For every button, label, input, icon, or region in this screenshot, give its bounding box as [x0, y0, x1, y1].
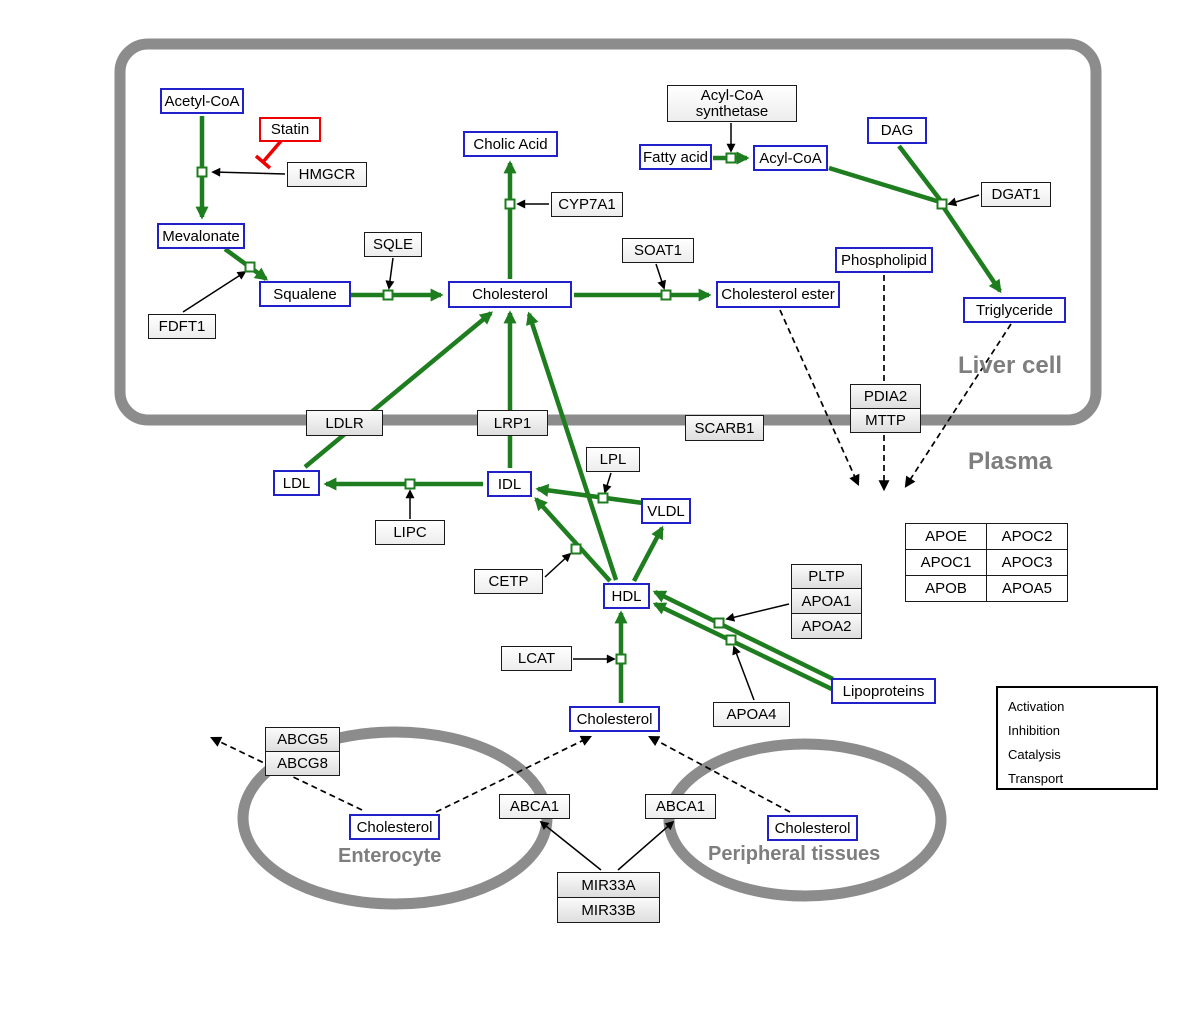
apo-cell[interactable]: APOB: [905, 575, 987, 602]
node-mttp[interactable]: MTTP: [850, 408, 921, 433]
node-phospholipid[interactable]: Phospholipid: [835, 247, 933, 273]
peripheral-tissues-membrane: [663, 738, 947, 902]
peripheral-tissues-label: Peripheral tissues: [708, 843, 881, 865]
legend-inhibition-label: Inhibition: [1008, 723, 1061, 738]
node-dgat1[interactable]: DGAT1: [981, 182, 1051, 207]
node-apoa1[interactable]: APOA1: [791, 588, 862, 614]
plasma-label: Plasma: [968, 448, 1053, 475]
apo-cell[interactable]: APOC3: [986, 549, 1068, 576]
node-acetyl-coa[interactable]: Acetyl-CoA: [160, 88, 244, 114]
catalysis-edges: [182, 123, 980, 871]
node-lrp1[interactable]: LRP1: [477, 410, 548, 436]
node-abca1-enterocyte[interactable]: ABCA1: [499, 794, 570, 819]
node-lcat[interactable]: LCAT: [501, 646, 572, 671]
node-scarb1[interactable]: SCARB1: [685, 415, 764, 441]
node-cholesterol-liver[interactable]: Cholesterol: [448, 281, 572, 308]
node-cetp[interactable]: CETP: [474, 569, 543, 594]
node-dag[interactable]: DAG: [867, 117, 927, 144]
apo-cell[interactable]: APOA5: [986, 575, 1068, 602]
node-cholesterol-peripheral[interactable]: Cholesterol: [767, 815, 858, 841]
node-abcg8[interactable]: ABCG8: [265, 751, 340, 776]
acyl-coa-synthetase-line1: Acyl-CoA: [700, 86, 764, 104]
node-cyp7a1[interactable]: CYP7A1: [551, 192, 623, 217]
node-ldl[interactable]: LDL: [273, 470, 320, 496]
node-mir33b[interactable]: MIR33B: [557, 897, 660, 923]
node-cholesterol-enterocyte[interactable]: Cholesterol: [349, 814, 440, 840]
node-statin[interactable]: Statin: [259, 117, 321, 142]
apo-cell[interactable]: APOE: [905, 523, 987, 550]
node-lipc[interactable]: LIPC: [375, 520, 445, 545]
legend-transport-label: Transport: [1008, 771, 1064, 786]
node-cholic-acid[interactable]: Cholic Acid: [463, 131, 558, 157]
inhibition-edge: [254, 139, 283, 170]
node-mevalonate[interactable]: Mevalonate: [157, 223, 245, 249]
node-hmgcr[interactable]: HMGCR: [287, 162, 367, 187]
node-ldlr[interactable]: LDLR: [306, 410, 383, 436]
node-pdia2[interactable]: PDIA2: [850, 384, 921, 409]
node-lipoproteins[interactable]: Lipoproteins: [831, 678, 936, 704]
node-pltp[interactable]: PLTP: [791, 564, 862, 589]
node-soat1[interactable]: SOAT1: [622, 238, 694, 263]
node-sqle[interactable]: SQLE: [364, 232, 422, 257]
node-apoa2[interactable]: APOA2: [791, 613, 862, 639]
apo-cell[interactable]: APOC2: [986, 523, 1068, 550]
node-mir33a[interactable]: MIR33A: [557, 872, 660, 898]
node-fatty-acid[interactable]: Fatty acid: [639, 144, 712, 170]
node-vldl[interactable]: VLDL: [641, 498, 691, 524]
liver-cell-membrane: [114, 38, 1102, 426]
acyl-coa-synthetase-line2: synthetase: [695, 102, 769, 120]
node-acyl-coa[interactable]: Acyl-CoA: [753, 145, 828, 171]
node-abca1-peripheral[interactable]: ABCA1: [645, 794, 716, 819]
legend-activation-label: Activation: [1008, 699, 1065, 714]
liver-cell-label: Liver cell: [958, 352, 1063, 379]
node-lpl[interactable]: LPL: [586, 447, 640, 472]
node-cholesterol-plasma[interactable]: Cholesterol: [569, 706, 660, 732]
node-triglyceride[interactable]: Triglyceride: [963, 297, 1066, 323]
node-idl[interactable]: IDL: [487, 471, 532, 497]
node-cholesterol-ester[interactable]: Cholesterol ester: [716, 281, 840, 308]
legend: Activation Inhibition Catalysis Transpor…: [996, 686, 1158, 790]
node-squalene[interactable]: Squalene: [259, 281, 351, 307]
node-acyl-coa-synthetase[interactable]: Acyl-CoA synthetase: [667, 85, 797, 122]
node-abcg5[interactable]: ABCG5: [265, 727, 340, 752]
enterocyte-label: Enterocyte: [338, 845, 442, 867]
legend-catalysis-label: Catalysis: [1008, 747, 1061, 762]
node-fdft1[interactable]: FDFT1: [148, 314, 216, 339]
node-hdl[interactable]: HDL: [603, 583, 650, 609]
reaction-nodes: [196, 152, 948, 665]
apo-cell[interactable]: APOC1: [905, 549, 987, 576]
apolipoprotein-table: APOE APOC2 APOC1 APOC3 APOB APOA5: [905, 523, 1068, 602]
node-apoa4[interactable]: APOA4: [713, 702, 790, 727]
